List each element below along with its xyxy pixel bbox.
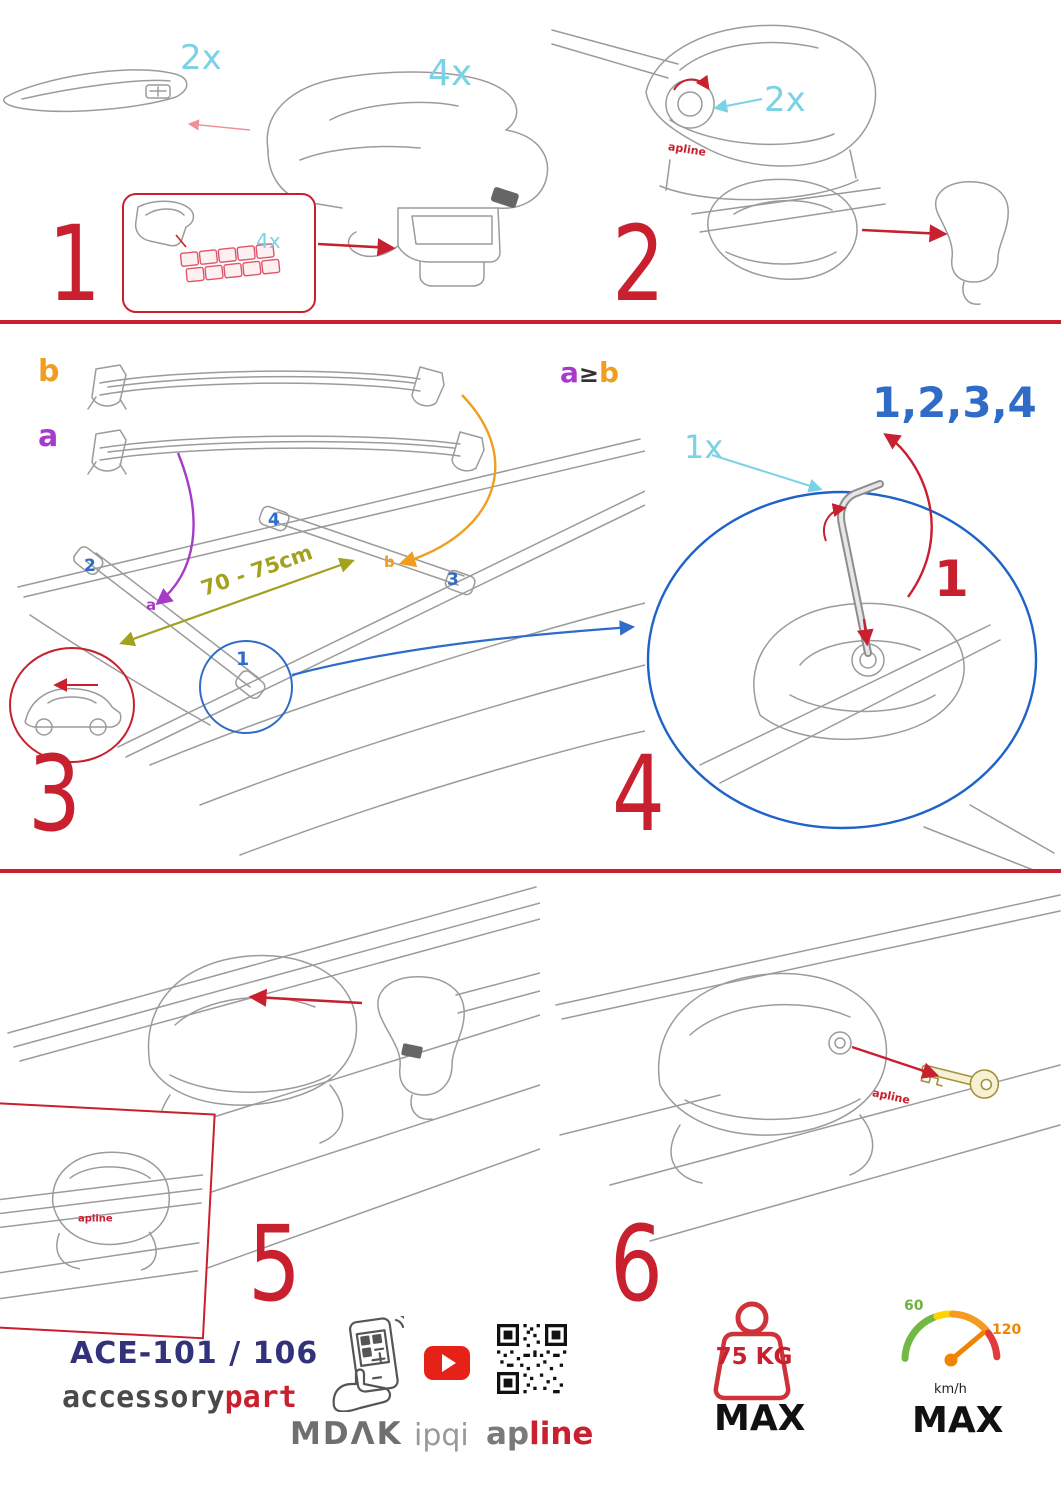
tool-qty-arrow <box>711 454 823 493</box>
bar-a-position-arrow <box>155 452 195 606</box>
foot-assembly-drawing <box>691 178 1009 305</box>
key-insert-arrow <box>851 1045 940 1079</box>
endcap-insert-arrow <box>861 224 948 243</box>
span-arrow <box>119 557 355 647</box>
tighten-down-arrow <box>856 618 874 647</box>
step-4-number: 4 <box>612 733 665 855</box>
crossbar-a-drawing <box>87 429 485 475</box>
knob-qty-label: 2x <box>764 80 806 120</box>
car-direction-inset <box>9 647 135 763</box>
foot-zoom-drawing <box>699 602 1055 872</box>
bar-qty-label: 2x <box>180 38 222 78</box>
brand-logo: accessorypart <box>62 1380 297 1415</box>
step-2-number: 2 <box>612 203 665 325</box>
first-position-label: 1 <box>934 550 969 608</box>
pads-to-foot-arrow <box>317 238 396 257</box>
lock-foot-drawing <box>555 894 1061 1242</box>
mdak-logo: MDΛK <box>290 1416 403 1452</box>
bar-insert-arrow <box>248 988 363 1007</box>
rubber-pads <box>179 243 281 283</box>
speed-max-label: MAX <box>912 1400 1004 1441</box>
roof-pos-a: a <box>146 596 157 614</box>
apline-logo: apline <box>486 1416 593 1452</box>
model-number: ACE-101 / 106 <box>70 1336 319 1371</box>
speed-120-label: 120 <box>992 1322 1022 1338</box>
apline-logo-right: line <box>529 1416 594 1452</box>
allen-key-drawing <box>837 480 884 657</box>
youtube-play-icon <box>442 1354 456 1372</box>
car-roof-drawing <box>17 438 645 856</box>
bar-a-label: a <box>38 419 59 454</box>
speed-unit-label: km/h <box>934 1382 967 1397</box>
bar-b-label: b <box>38 354 60 389</box>
roof-pos-1: 1 <box>236 648 250 670</box>
key-drawing <box>920 1064 1000 1099</box>
roof-pos-b: b <box>384 553 395 571</box>
step-3-number: 3 <box>28 733 81 855</box>
bar-pointer-arrow <box>187 119 251 131</box>
divider-middle <box>0 869 1061 873</box>
step-6-number: 6 <box>610 1203 663 1325</box>
foot-qty-label: 4x <box>428 53 473 94</box>
roof-pos-4: 4 <box>268 510 280 530</box>
installed-inset: apline <box>0 1102 216 1340</box>
bar-b-position-arrow <box>398 394 497 568</box>
step1-drawing <box>3 69 549 287</box>
zoom-ellipse <box>646 490 1038 830</box>
knob-turn-arrow <box>673 74 710 91</box>
apline-mark-inset: apline <box>78 1213 113 1225</box>
step4-drawing <box>646 433 1055 872</box>
key-rotate-arrow <box>823 503 847 542</box>
pad-qty-label: 4x <box>256 229 281 253</box>
installed-foot-drawing <box>0 1151 204 1301</box>
step-5-number: 5 <box>248 1203 301 1325</box>
step6-drawing <box>555 894 1061 1242</box>
knob-qty-arrow <box>713 98 763 113</box>
rule-gte: ≥ <box>578 360 600 388</box>
rule-b: b <box>599 356 620 389</box>
step3-drawing <box>9 364 645 856</box>
tighten-order-label: 1,2,3,4 <box>872 378 1037 427</box>
weight-max-label: MAX <box>714 1398 806 1439</box>
speed-60-label: 60 <box>904 1298 924 1314</box>
rule-a: a <box>560 356 579 389</box>
tool-qty-label: 1x <box>684 428 724 466</box>
ipqi-logo: ipqi <box>414 1418 469 1453</box>
foot-drawing <box>266 71 549 287</box>
youtube-icon <box>424 1346 470 1380</box>
step-1-number: 1 <box>48 203 101 325</box>
step2-drawing <box>551 24 1009 305</box>
crossbar-end-drawing <box>3 69 188 113</box>
pad-inset-drawing <box>134 200 281 283</box>
apline-logo-left: ap <box>486 1416 530 1452</box>
speedometer-icon <box>901 1310 1001 1367</box>
pad-inset: 4x <box>122 193 316 313</box>
qr-code <box>497 1324 567 1394</box>
crossbar-b-drawing <box>87 364 445 410</box>
phone-qr-icon <box>332 1316 404 1412</box>
roof-pos-3: 3 <box>447 570 459 590</box>
sequence-arrow <box>883 433 933 598</box>
weight-value: 75 KG <box>715 1344 793 1370</box>
length-rule-label: a≥b <box>560 356 619 389</box>
zoom-pointer-arrow <box>291 620 636 677</box>
divider-top <box>0 320 1061 324</box>
roof-pos-2: 2 <box>84 556 96 576</box>
weight-limit-icon <box>713 1301 791 1401</box>
foot-top-drawing <box>551 24 877 201</box>
brand-logo-right: part <box>224 1380 297 1415</box>
brand-logo-left: accessory <box>62 1380 225 1415</box>
